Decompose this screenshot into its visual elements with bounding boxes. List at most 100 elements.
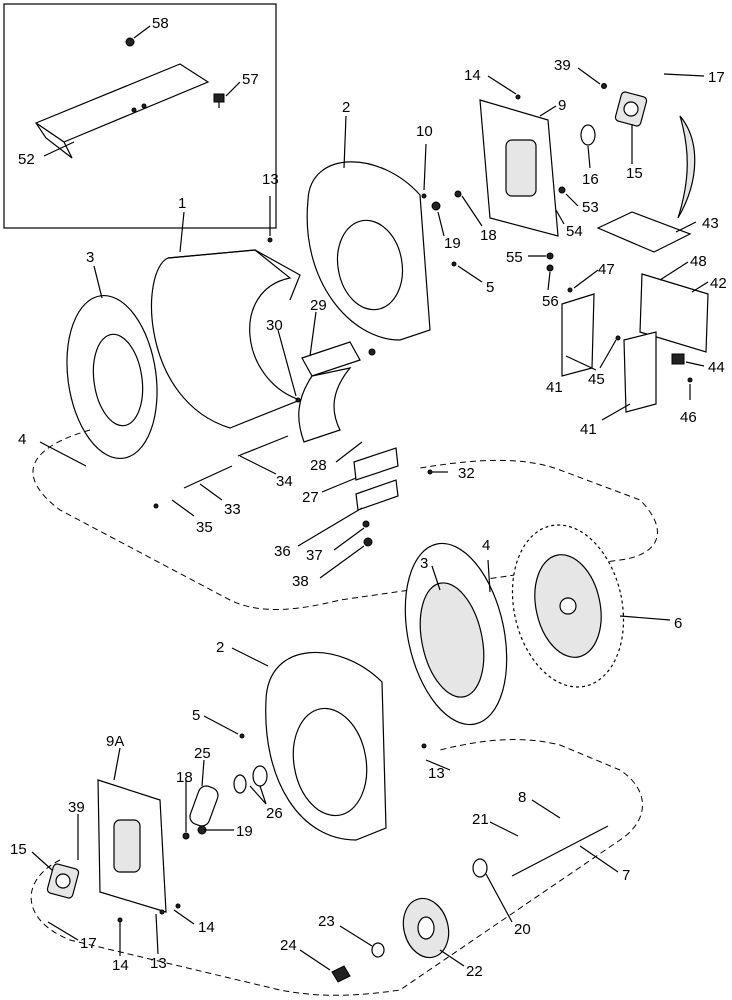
part-24-nut: [331, 965, 351, 983]
label-46: 46: [680, 409, 697, 426]
label-39: 39: [554, 57, 571, 74]
part-34-rod: [237, 435, 289, 457]
label-39-lower: 39: [68, 799, 85, 816]
label-14-lower: 14: [112, 957, 129, 974]
label-29: 29: [310, 297, 327, 314]
label-17: 17: [708, 69, 725, 86]
label-41: 41: [546, 379, 563, 396]
label-13-mid: 13: [428, 765, 445, 782]
part-25-bushing: [189, 785, 219, 827]
part-42-plate: [639, 273, 709, 353]
label-44: 44: [708, 359, 725, 376]
label-1: 1: [178, 195, 186, 212]
part-29-scroll-plate: [298, 341, 361, 443]
label-34: 34: [276, 473, 293, 490]
part-2-side-panel-lower: [265, 651, 387, 841]
label-52: 52: [18, 151, 35, 168]
part-36-bracket: [355, 479, 399, 511]
part-58-nut: [125, 37, 135, 47]
part-7-shaft: [511, 825, 609, 877]
part-27-bracket: [353, 447, 399, 481]
leader-lines: [31, 25, 709, 971]
part-crescent-seal: [677, 115, 696, 219]
label-36: 36: [274, 543, 291, 560]
label-13-lower: 13: [150, 955, 167, 972]
part-52-bracket: [34, 63, 210, 159]
label-13: 13: [262, 171, 279, 188]
label-43: 43: [702, 215, 719, 232]
label-8: 8: [518, 789, 526, 806]
part-16-collar: [580, 124, 596, 146]
label-3-lower: 3: [420, 555, 428, 572]
label-2: 2: [342, 99, 350, 116]
inset-box: [3, 3, 277, 229]
label-20: 20: [514, 921, 531, 938]
label-56: 56: [542, 293, 559, 310]
label-27: 27: [302, 489, 319, 506]
part-15-bearing-top: [614, 91, 648, 127]
label-26: 26: [266, 805, 283, 822]
part-26-washers: [233, 765, 268, 794]
label-19-lower: 19: [236, 823, 253, 840]
label-41-lower: 41: [580, 421, 597, 438]
label-18-lower: 18: [176, 769, 193, 786]
label-14-lower-right: 14: [198, 919, 215, 936]
label-45: 45: [588, 371, 605, 388]
part-43-plate: [596, 211, 692, 253]
label-9: 9: [558, 97, 566, 114]
label-57: 57: [242, 71, 259, 88]
label-15: 15: [626, 165, 643, 182]
label-23: 23: [318, 913, 335, 930]
label-35: 35: [196, 519, 213, 536]
label-53: 53: [582, 199, 599, 216]
label-37: 37: [306, 547, 323, 564]
label-3: 3: [86, 249, 94, 266]
label-16: 16: [582, 171, 599, 188]
part-20-ring: [472, 858, 488, 878]
label-42: 42: [710, 275, 727, 292]
label-24: 24: [280, 937, 297, 954]
label-2-lower: 2: [216, 639, 224, 656]
label-21: 21: [472, 811, 489, 828]
label-17-lower: 17: [80, 935, 97, 952]
label-9A: 9A: [106, 733, 124, 750]
part-41-plate-lower: [623, 331, 657, 413]
label-4-lower: 4: [482, 537, 490, 554]
label-5: 5: [486, 279, 494, 296]
label-54: 54: [566, 223, 583, 240]
hardware-dots: [117, 83, 693, 923]
part-9-bearing-plate: [479, 99, 559, 237]
label-6: 6: [674, 615, 682, 632]
label-7: 7: [622, 867, 630, 884]
part-41-plate-upper: [561, 293, 595, 377]
part-23-washer: [371, 942, 385, 958]
label-4: 4: [18, 431, 26, 448]
label-25: 25: [194, 745, 211, 762]
label-19: 19: [444, 235, 461, 252]
label-33: 33: [224, 501, 241, 518]
label-30: 30: [266, 317, 283, 334]
label-28: 28: [310, 457, 327, 474]
part-3-side-plate-left: [66, 294, 158, 460]
label-58: 58: [152, 15, 169, 32]
label-14: 14: [464, 67, 481, 84]
part-6-fan-wheel: [511, 524, 625, 688]
label-15-lower: 15: [10, 841, 27, 858]
part-33-rod: [183, 465, 233, 489]
part-22-pulley: [402, 897, 450, 959]
part-9A-bearing-plate: [97, 779, 167, 913]
part-3-side-plate-lower: [404, 542, 508, 726]
part-57-bolt: [213, 93, 225, 108]
upper-dashed-outline: [32, 429, 658, 610]
part-2-side-panel-top: [306, 161, 431, 341]
label-47: 47: [598, 261, 615, 278]
label-55: 55: [506, 249, 523, 266]
label-18: 18: [480, 227, 497, 244]
part-15-bearing-lower: [46, 863, 80, 899]
part-1-housing-band: [150, 249, 302, 429]
label-10: 10: [416, 123, 433, 140]
label-48: 48: [690, 253, 707, 270]
lower-dashed-outline: [30, 739, 643, 996]
label-38: 38: [292, 573, 309, 590]
